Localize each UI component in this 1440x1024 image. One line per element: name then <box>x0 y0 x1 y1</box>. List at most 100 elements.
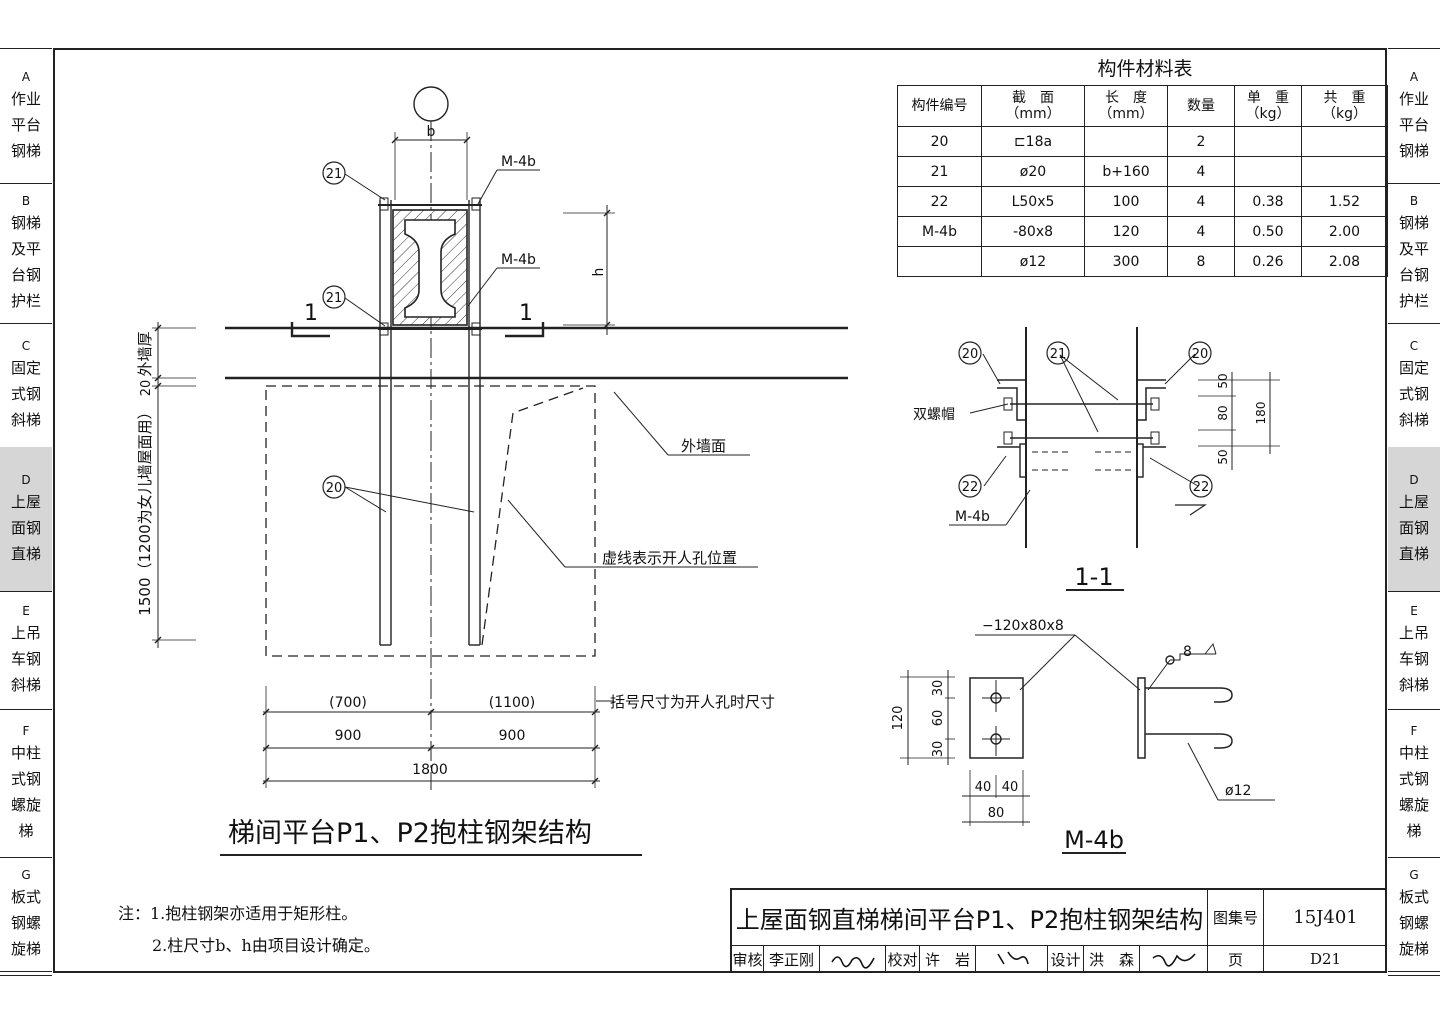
section-tab-text: 旋梯 <box>1398 940 1429 958</box>
section-tab-letter: F <box>22 724 30 738</box>
sec-label-m4b: M-4b <box>955 509 990 525</box>
atlas-label: 图集号 <box>1208 890 1264 945</box>
section-tab-text: 直梯 <box>1398 545 1429 563</box>
designer-name: 洪 森 <box>1084 945 1140 973</box>
label-manhole-note: 虚线表示开人孔位置 <box>602 549 737 567</box>
table-cell: ø12 <box>981 246 1085 277</box>
label-weld-size: 8 <box>1183 644 1192 660</box>
table-cell: -80x8 <box>981 216 1085 247</box>
section-tab-text: 上吊 <box>10 624 41 642</box>
material-table-title: 构件材料表 <box>1097 58 1193 80</box>
section-tab-text: 固定 <box>10 359 41 377</box>
table-cell: 8 <box>1167 246 1235 277</box>
table-cell: 4 <box>1167 186 1235 217</box>
m4b-dim-30-top: 30 <box>931 680 946 697</box>
sec-tag-20-left: 20 <box>962 347 979 362</box>
section-tab-text: 上屋 <box>1398 493 1429 511</box>
sec-tag-20-right: 20 <box>1192 347 1209 362</box>
table-cell: 2.08 <box>1301 246 1388 277</box>
label-m4b-mid: M-4b <box>501 252 536 268</box>
section-tab-letter: G <box>21 868 31 882</box>
table-cell: 100 <box>1084 186 1168 217</box>
label-double-nut: 双螺帽 <box>913 407 955 423</box>
dim-1500: 1500（1200为女儿墙屋面用） <box>136 404 154 615</box>
section-tab-letter: E <box>1410 604 1418 618</box>
section-tab-letter: E <box>22 604 30 618</box>
reviewer-signature <box>820 945 886 973</box>
section-tab-text: 板式 <box>1398 888 1429 906</box>
sec-dim-50-bottom: 50 <box>1216 449 1230 464</box>
section-tab-text: 钢梯 <box>10 214 41 232</box>
note-2: 2.柱尺寸b、h由项目设计确定。 <box>152 936 380 955</box>
atlas-number: 15J401 <box>1293 907 1358 928</box>
reviewer-name: 李正刚 <box>764 945 820 973</box>
dim-1800: 1800 <box>412 762 448 778</box>
dim-900-left: 900 <box>335 728 362 744</box>
section-tab-text: 式钢 <box>10 770 41 788</box>
dim-20: 20 <box>139 380 154 397</box>
label-rod: ø12 <box>1225 783 1251 799</box>
section-tab-text: 直梯 <box>10 545 41 563</box>
table-cell <box>1084 126 1168 157</box>
section-tab-text: 护栏 <box>1398 292 1429 310</box>
table-header-cell: 构件编号 <box>897 85 982 127</box>
sec-tag-22-left: 22 <box>962 480 979 495</box>
page-number: D21 <box>1309 950 1342 968</box>
tag-20-main: 20 <box>326 481 343 496</box>
section-tab-text: 式钢 <box>1398 385 1429 403</box>
section-tab-text: 中柱 <box>1398 744 1429 762</box>
section-tab-letter: A <box>1409 70 1419 84</box>
section-tab-text: 及平 <box>1398 240 1429 258</box>
section-tab-text: 上屋 <box>10 493 41 511</box>
section-tab-text: 斜梯 <box>1398 676 1429 694</box>
section-tab-letter: D <box>1409 473 1419 487</box>
section-tab-text: 固定 <box>1398 359 1429 377</box>
section-tab-text: 车钢 <box>10 650 41 668</box>
table-cell <box>1301 156 1388 187</box>
section-tab-text: 螺旋 <box>10 796 41 814</box>
dim-h: h <box>591 268 607 277</box>
section-tab-letter: A <box>21 70 31 84</box>
section-tab-text: 斜梯 <box>10 411 41 429</box>
table-cell: 300 <box>1084 246 1168 277</box>
section-tab-text: 平台 <box>10 116 41 134</box>
section-tab-e[interactable]: E 上吊车钢斜梯 <box>0 591 52 710</box>
section-tab-text: 台钢 <box>10 266 41 284</box>
section-tab-text: 作业 <box>10 90 41 108</box>
section-tab-text: 斜梯 <box>10 676 41 694</box>
table-cell: 0.50 <box>1234 216 1302 247</box>
section-tab-text: 及平 <box>10 240 41 258</box>
section-tab-text: 作业 <box>1398 90 1429 108</box>
dim-b: b <box>427 124 436 140</box>
section-tab-text: 式钢 <box>1398 770 1429 788</box>
section-tab-text: 斜梯 <box>1398 411 1429 429</box>
table-cell: 1.52 <box>1301 186 1388 217</box>
dim-1100: (1100) <box>489 695 536 711</box>
table-cell: 2 <box>1167 126 1235 157</box>
page-label: 页 <box>1208 945 1264 973</box>
m4b-dim-40-right: 40 <box>1002 780 1019 795</box>
table-header-cell: 长 度（mm） <box>1084 85 1168 127</box>
checker-signature <box>976 945 1048 973</box>
checker-name: 许 岩 <box>920 945 976 973</box>
section-tab-letter: B <box>1409 194 1419 208</box>
sec-dim-80: 80 <box>1216 405 1230 420</box>
check-label: 校对 <box>886 945 920 973</box>
drawing-title: 上屋面钢直梯梯间平台P1、P2抱柱钢架结构 <box>732 890 1208 945</box>
section-tab-text: 旋梯 <box>10 940 41 958</box>
design-label: 设计 <box>1048 945 1084 973</box>
sec-tag-22-right: 22 <box>1193 480 1210 495</box>
